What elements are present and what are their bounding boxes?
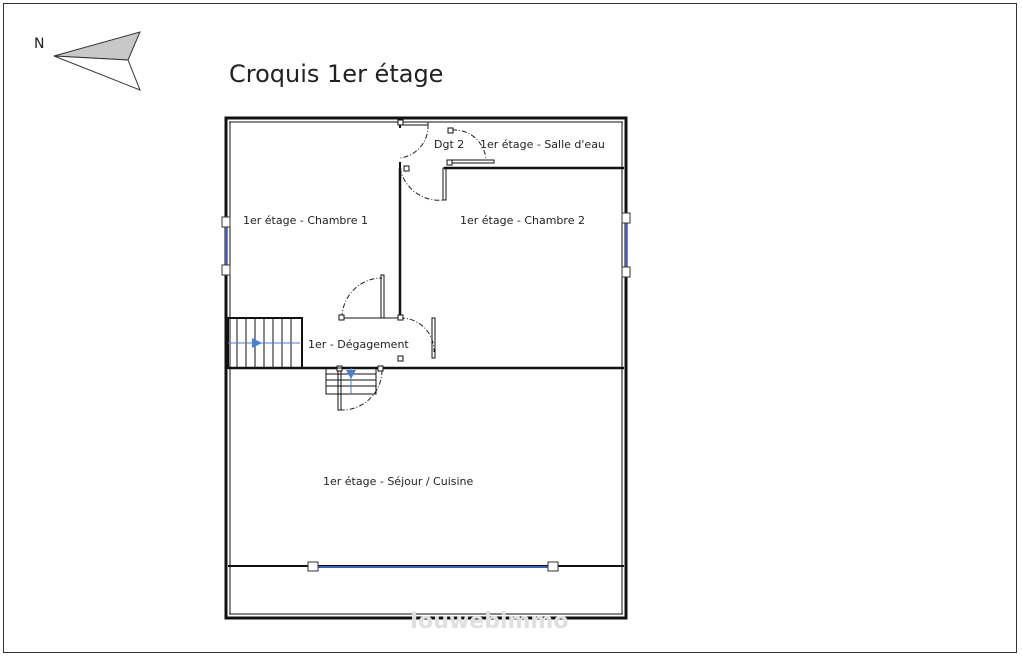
page-title: Croquis 1er étage xyxy=(229,60,443,88)
room-label-chambre2: 1er étage - Chambre 2 xyxy=(460,214,585,227)
north-arrow-icon xyxy=(53,31,141,91)
room-label-degagement: 1er - Dégagement xyxy=(308,338,409,351)
small-stair-arrow-icon xyxy=(346,370,356,379)
door-swings xyxy=(339,123,487,411)
room-label-chambre1: 1er étage - Chambre 1 xyxy=(243,214,368,227)
door-hinges xyxy=(336,119,454,372)
stair-arrow-icon xyxy=(252,338,262,348)
main-staircase xyxy=(227,317,303,369)
room-label-dgt2: Dgt 2 xyxy=(434,138,464,151)
interior-walls xyxy=(228,121,624,567)
north-label: N xyxy=(34,36,44,52)
room-label-salle-deau: 1er étage - Salle d'eau xyxy=(480,138,605,151)
windows xyxy=(221,212,631,572)
drawing-frame xyxy=(3,3,1017,653)
watermark: Iouwebimmo xyxy=(410,609,568,634)
room-label-sejour: 1er étage - Séjour / Cuisine xyxy=(323,475,474,488)
